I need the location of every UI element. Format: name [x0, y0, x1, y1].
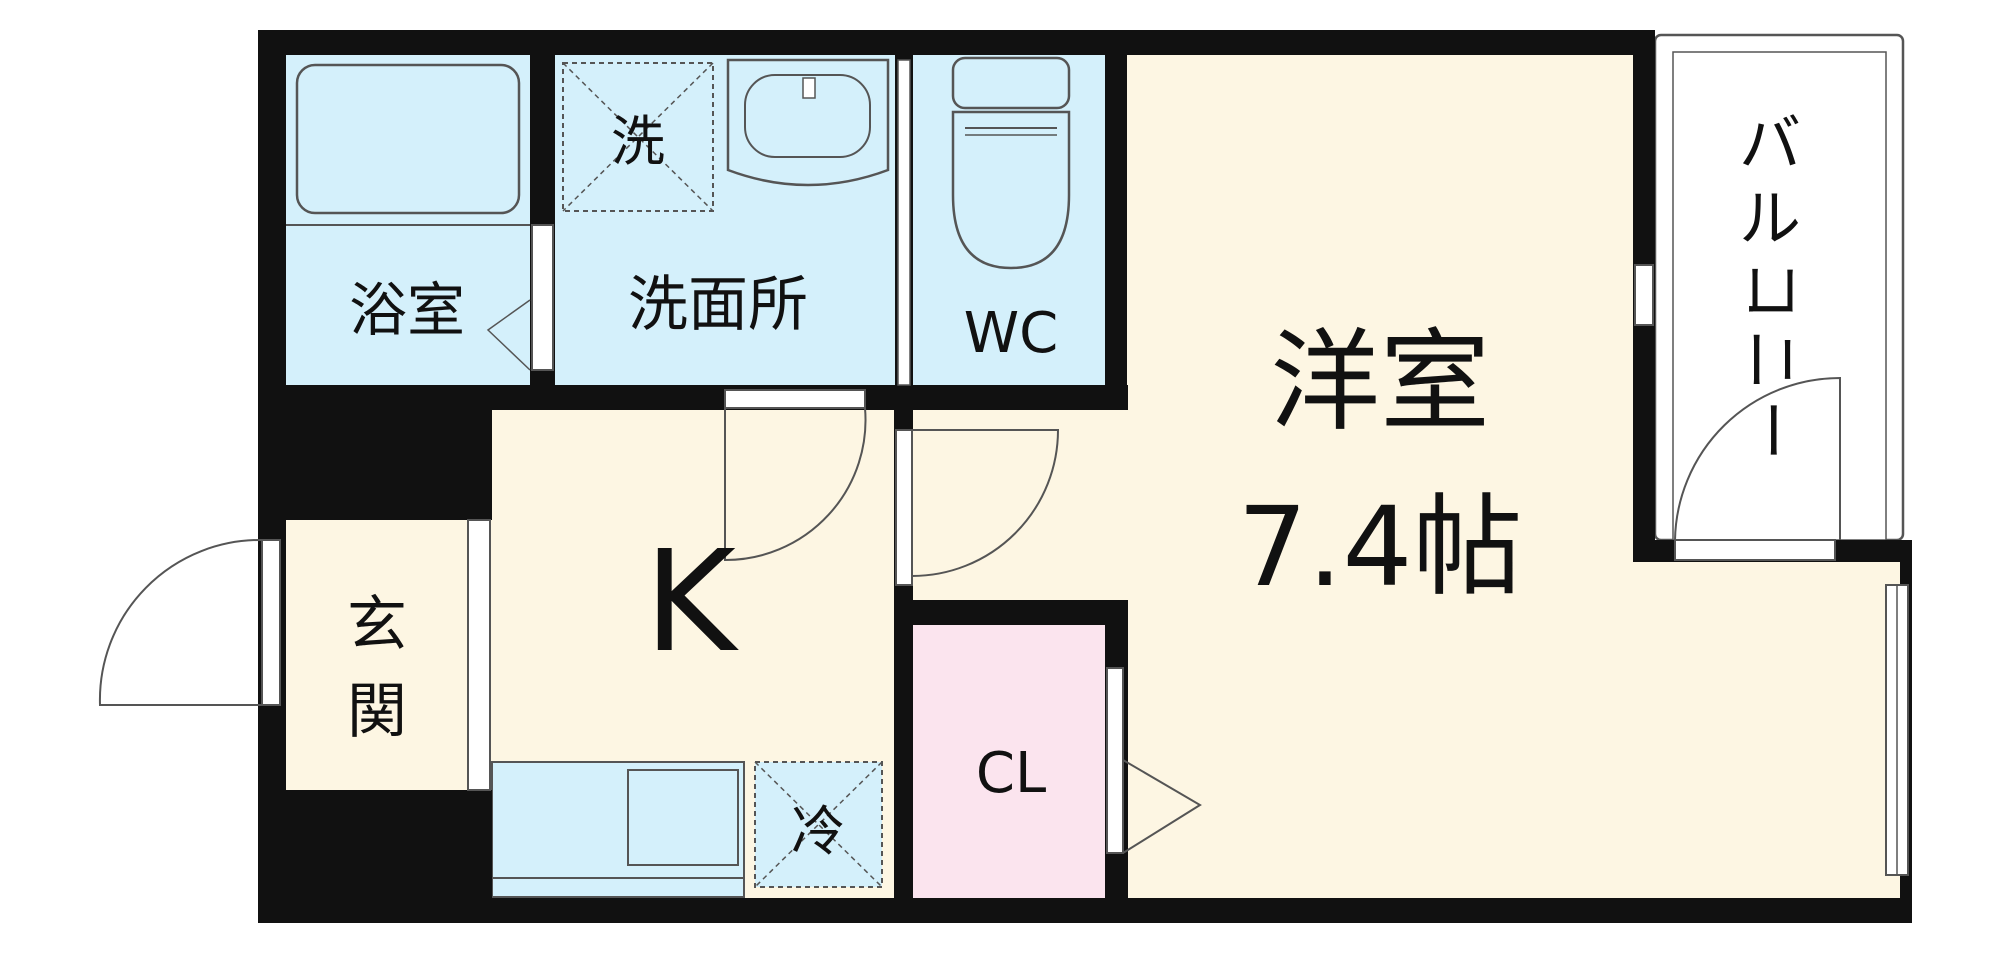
- balcony-window[interactable]: [1674, 539, 1836, 561]
- balcony-label: バ ル コ ニ ー: [1735, 107, 1808, 461]
- hall-floor: [913, 410, 1128, 600]
- bath-area: [286, 55, 530, 385]
- washroom-door[interactable]: [724, 389, 866, 409]
- wall-entrance-upper: [258, 410, 492, 520]
- entrance-label-2: 関: [347, 677, 407, 747]
- hall-door[interactable]: [895, 429, 913, 586]
- kitchen-sink: [627, 769, 739, 866]
- washroom-label: 洗面所: [628, 270, 808, 340]
- kitchen-label: K: [644, 521, 739, 684]
- closet-door[interactable]: [1106, 667, 1124, 854]
- entrance-floor: [280, 520, 492, 790]
- balcony-char-1: バ: [1739, 107, 1801, 180]
- washer-cross-2: [562, 62, 714, 212]
- wall-bottom: [258, 898, 1910, 923]
- wash-basin: [726, 58, 890, 187]
- wall-top: [258, 30, 1655, 55]
- balcony-door-swing: [1674, 376, 1841, 541]
- bath-label: 浴室: [349, 276, 465, 344]
- bath-door[interactable]: [531, 224, 554, 371]
- balcony-char-2: ル: [1739, 182, 1801, 255]
- faucet: [802, 77, 816, 99]
- fridge-cross-2: [754, 761, 883, 888]
- front-door-swing: [98, 538, 263, 706]
- fridge-cross-1: [754, 761, 883, 888]
- toilet-tank: [951, 56, 1071, 110]
- washer-space: [562, 62, 714, 212]
- washer-label: 洗: [611, 110, 665, 173]
- washer-cross-1: [562, 62, 714, 212]
- entrance-label-1: 玄: [347, 590, 407, 660]
- bathtub: [295, 63, 521, 215]
- toilet-bowl: [951, 110, 1071, 270]
- balcony-char-3: コ: [1735, 259, 1808, 321]
- kitchen-counter: [491, 761, 745, 898]
- wall-wc-right: [1105, 30, 1127, 410]
- balcony-door-frame[interactable]: [1634, 264, 1654, 326]
- wc-label: WC: [964, 301, 1058, 366]
- hall-door-swing: [911, 429, 1060, 577]
- western-room-floor-ext: [1625, 560, 1900, 900]
- wall-closet-top: [894, 600, 1128, 625]
- fridge-label: 冷: [791, 800, 845, 863]
- closet-label: CL: [976, 741, 1046, 806]
- closet-door-swing: [1122, 759, 1202, 854]
- balcony-char-4: ニ: [1735, 329, 1808, 391]
- closet-area: [913, 625, 1105, 900]
- bath-door-swing: [486, 299, 531, 371]
- entrance-step: [467, 519, 491, 791]
- western-room-floor: [1125, 55, 1633, 900]
- washroom-door-swing: [724, 407, 867, 562]
- western-room-label: 洋室: [1270, 318, 1490, 446]
- wall-entrance-lower: [258, 790, 492, 923]
- balcony-char-5: ー: [1735, 399, 1808, 461]
- wall-wet-bottom: [258, 385, 1128, 410]
- western-room-size: 7.4帖: [1238, 483, 1523, 611]
- wc-area: [913, 55, 1105, 385]
- front-door-frame[interactable]: [261, 539, 281, 706]
- wc-door[interactable]: [897, 59, 911, 386]
- basin-bowl: [744, 74, 871, 158]
